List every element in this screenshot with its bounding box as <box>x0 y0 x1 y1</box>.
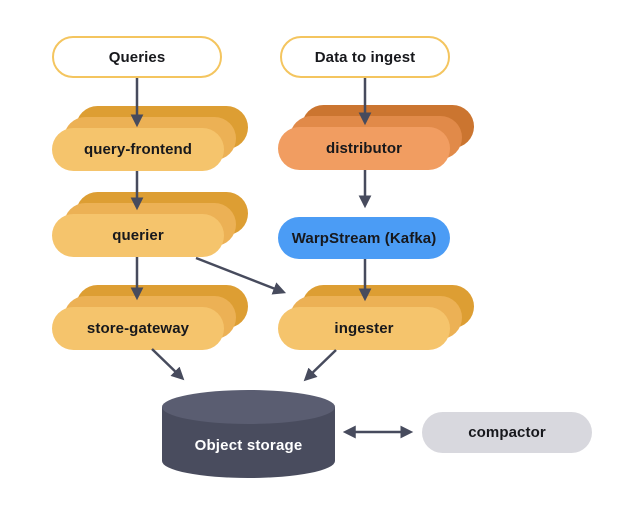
node-warpstream-kafka: WarpStream (Kafka) <box>278 217 450 259</box>
node-distributor-label: distributor <box>325 140 403 157</box>
node-compactor-label: compactor <box>468 424 546 441</box>
node-ingester: ingester <box>278 285 474 350</box>
arrow-store-gateway-to-object-storage <box>151 348 185 381</box>
node-data-to-ingest-label: Data to ingest <box>314 48 416 66</box>
node-querier-label: querier <box>112 227 164 244</box>
node-queries: Queries <box>52 36 222 78</box>
node-querier: querier <box>52 192 248 257</box>
arrow-ingester-to-object-storage <box>303 349 337 382</box>
node-query-frontend-label: query-frontend <box>83 141 193 158</box>
node-distributor: distributor <box>278 105 474 170</box>
node-object-storage: Object storage <box>162 390 335 478</box>
node-store-gateway-label: store-gateway <box>86 320 190 337</box>
object-storage-cylinder-top <box>162 390 335 424</box>
query-frontend-stack-front: query-frontend <box>52 128 224 171</box>
node-store-gateway: store-gateway <box>52 285 248 350</box>
distributor-stack-front: distributor <box>278 127 450 170</box>
node-object-storage-label: Object storage <box>194 437 303 454</box>
node-data-to-ingest: Data to ingest <box>280 36 450 78</box>
node-compactor: compactor <box>422 412 592 453</box>
querier-stack-front: querier <box>52 214 224 257</box>
node-ingester-label: ingester <box>334 320 394 337</box>
node-warpstream-kafka-label: WarpStream (Kafka) <box>291 229 437 247</box>
node-queries-label: Queries <box>108 48 166 66</box>
ingester-stack-front: ingester <box>278 307 450 350</box>
store-gateway-stack-front: store-gateway <box>52 307 224 350</box>
node-query-frontend: query-frontend <box>52 106 248 171</box>
